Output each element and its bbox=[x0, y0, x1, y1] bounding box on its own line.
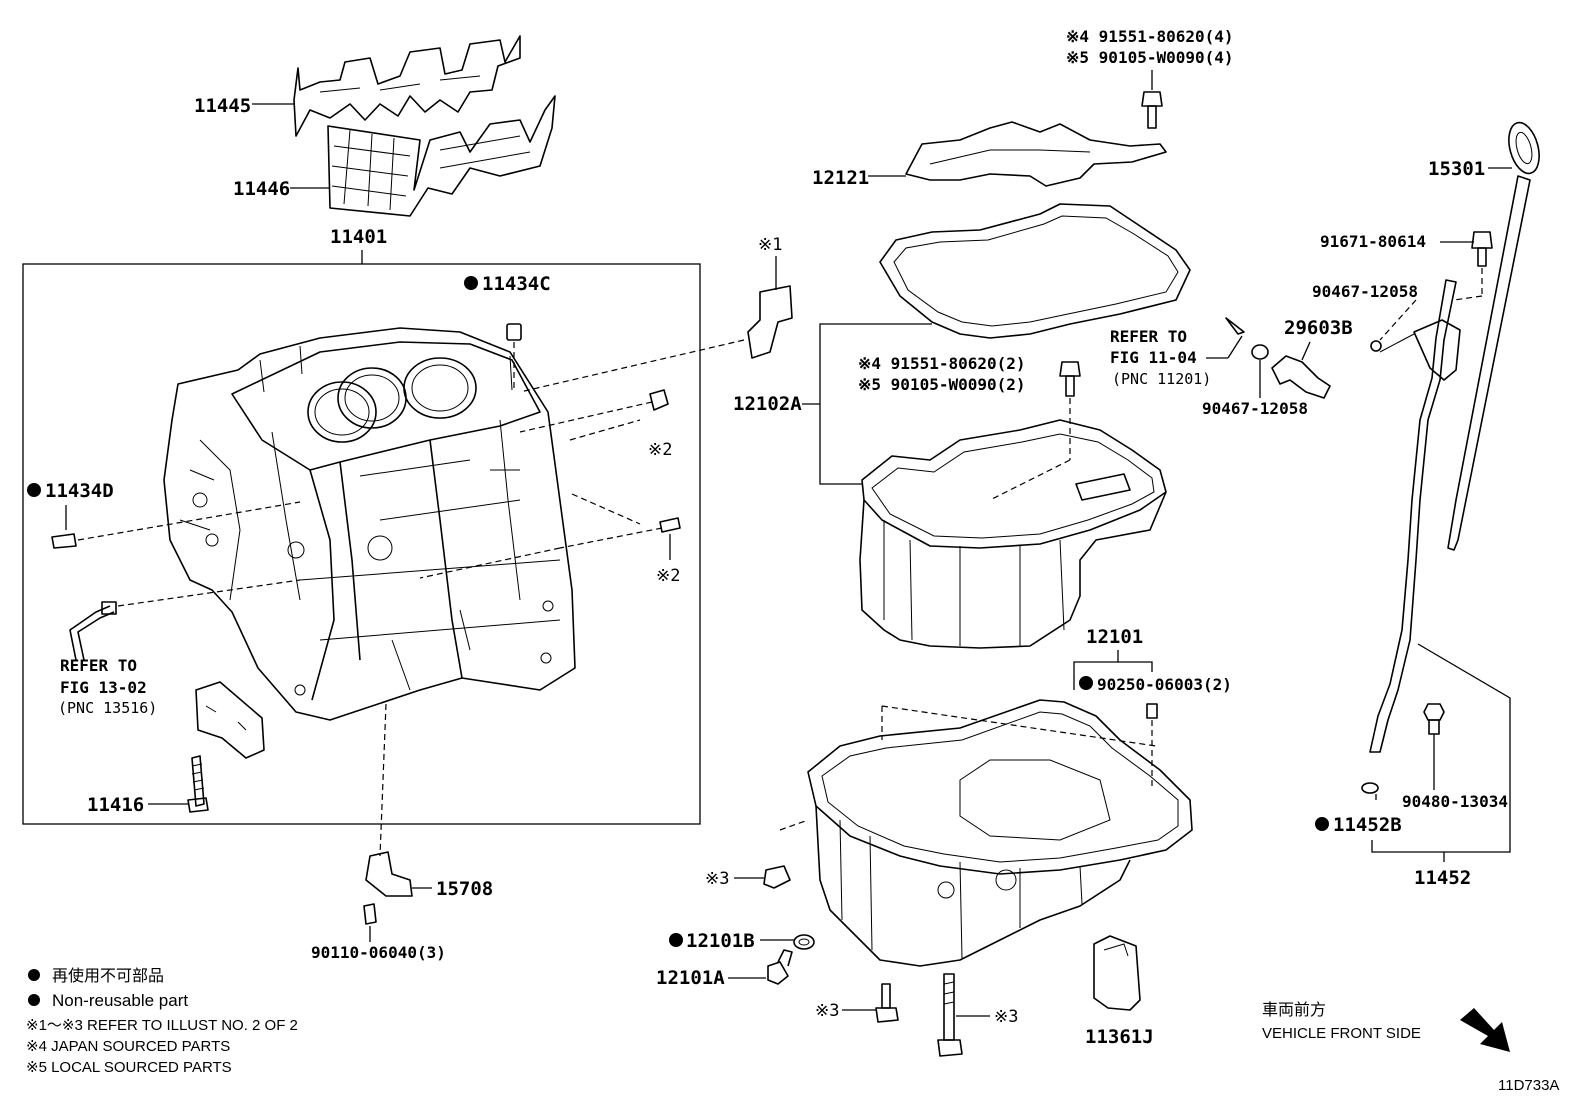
legend-japan-sourced: ※4 JAPAN SOURCED PARTS bbox=[26, 1038, 230, 1055]
stud-90250 bbox=[1146, 703, 1158, 719]
ref-mark-1: ※1 bbox=[758, 235, 782, 255]
insulator-11446 bbox=[327, 95, 556, 217]
bolt-90110 bbox=[363, 903, 377, 925]
water-hose bbox=[69, 605, 111, 661]
baffle-bolt bbox=[1141, 91, 1163, 107]
refer-to-text: REFER TO bbox=[1110, 327, 1187, 346]
non-reusable-dot bbox=[1079, 676, 1093, 690]
cover-11361j bbox=[1093, 935, 1141, 1011]
ref-mark-3: ※3 bbox=[815, 1001, 839, 1021]
label-11401: 11401 bbox=[330, 226, 387, 248]
refer-fig-13-02: FIG 13-02 bbox=[60, 678, 147, 697]
label-11452: 11452 bbox=[1414, 867, 1471, 889]
dipstick-guide-tube bbox=[1369, 279, 1457, 753]
label-90250: 90250-06003(2) bbox=[1097, 675, 1232, 694]
drain-plug-gasket bbox=[793, 934, 815, 950]
label-15708: 15708 bbox=[436, 878, 493, 900]
pan-bolt bbox=[1059, 361, 1081, 377]
bolt-mid-jp: ※4 91551-80620(2) bbox=[858, 354, 1026, 373]
label-12101: 12101 bbox=[1086, 626, 1143, 648]
dowel-pin-11434c bbox=[506, 323, 522, 341]
non-reusable-dot bbox=[464, 276, 478, 290]
front-direction-en: VEHICLE FRONT SIDE bbox=[1262, 1025, 1421, 1042]
label-11361j: 11361J bbox=[1085, 1026, 1154, 1048]
label-11452b: 11452B bbox=[1333, 814, 1402, 836]
label-90467-top: 90467-12058 bbox=[1312, 282, 1418, 301]
front-direction-jp: 車両前方 bbox=[1262, 1001, 1326, 1019]
legend-jp: 再使用不可部品 bbox=[52, 967, 164, 985]
label-12121: 12121 bbox=[812, 167, 869, 189]
oil-pan-baffle-12121 bbox=[905, 121, 1167, 187]
label-12102a: 12102A bbox=[733, 393, 802, 415]
clamp-90467-lower bbox=[1251, 344, 1269, 360]
label-15301: 15301 bbox=[1428, 158, 1485, 180]
label-11445: 11445 bbox=[194, 95, 251, 117]
drain-plug bbox=[767, 961, 789, 985]
cylinder-block-group-frame bbox=[22, 263, 701, 825]
ref-mark-3: ※3 bbox=[994, 1007, 1018, 1027]
label-90467-bottom: 90467-12058 bbox=[1202, 399, 1308, 418]
label-29603b: 29603B bbox=[1284, 317, 1353, 339]
label-12101b: 12101B bbox=[686, 930, 755, 952]
refer-fig-11-04: FIG 11-04 bbox=[1110, 348, 1197, 367]
illustration-code: 11D733A bbox=[1498, 1077, 1559, 1094]
non-reusable-dot bbox=[27, 483, 41, 497]
non-reusable-dot bbox=[669, 933, 683, 947]
bolt-ref-3 bbox=[881, 983, 891, 1009]
bolt-top-local: ※5 90105-W0090(4) bbox=[1066, 48, 1234, 67]
dowel-pin-11434d bbox=[51, 533, 77, 549]
knock-pin bbox=[649, 389, 669, 411]
legend-dot bbox=[28, 969, 40, 981]
insulator-11445 bbox=[293, 35, 521, 137]
front-arrow-icon bbox=[1460, 1008, 1510, 1052]
nut-ref-3 bbox=[763, 865, 791, 889]
refer-to-text: REFER TO bbox=[60, 656, 137, 675]
refer-pnc-13516: (PNC 13516) bbox=[58, 699, 157, 717]
label-90480: 90480-13034 bbox=[1402, 792, 1508, 811]
legend-dot bbox=[28, 994, 40, 1006]
legend-local-sourced: ※5 LOCAL SOURCED PARTS bbox=[26, 1059, 232, 1076]
bearing-cap bbox=[195, 681, 265, 759]
ref-mark-2: ※2 bbox=[656, 566, 680, 586]
non-reusable-dot bbox=[1315, 817, 1329, 831]
label-12101a: 12101A bbox=[656, 967, 725, 989]
bracket-ref-1 bbox=[747, 285, 793, 359]
label-90110: 90110-06040(3) bbox=[311, 943, 446, 962]
oil-nozzle-15708 bbox=[365, 851, 413, 897]
guide-bolt bbox=[1471, 231, 1493, 249]
upper-oil-pan-12102a bbox=[861, 419, 1167, 549]
label-11434d: 11434D bbox=[45, 480, 114, 502]
dipstick-handle bbox=[1508, 121, 1540, 175]
label-11416: 11416 bbox=[87, 794, 144, 816]
refer-pnc-11201: (PNC 11201) bbox=[1112, 370, 1211, 388]
bolt-mid-local: ※5 90105-W0090(2) bbox=[858, 375, 1026, 394]
knock-pin bbox=[659, 517, 681, 533]
lower-oil-pan-12101 bbox=[807, 699, 1193, 875]
o-ring-11452b bbox=[1361, 782, 1379, 794]
dipstick-15301 bbox=[1447, 175, 1531, 551]
plug-90480 bbox=[1423, 703, 1445, 721]
clamp-90467 bbox=[1370, 340, 1382, 352]
label-91671: 91671-80614 bbox=[1320, 232, 1426, 251]
legend-ref-illust: ※1～※3 REFER TO ILLUST NO. 2 OF 2 bbox=[26, 1017, 298, 1034]
label-11446: 11446 bbox=[233, 178, 290, 200]
cylinder-block bbox=[163, 327, 576, 721]
pipe-end bbox=[1225, 317, 1245, 335]
oil-pan-gasket bbox=[879, 203, 1191, 339]
ref-mark-3: ※3 bbox=[705, 869, 729, 889]
legend-non-reusable: Non-reusable part bbox=[52, 991, 188, 1010]
bolt-top-jp: ※4 91551-80620(4) bbox=[1066, 27, 1234, 46]
ref-mark-2: ※2 bbox=[648, 440, 672, 460]
label-11434c: 11434C bbox=[482, 273, 551, 295]
hose-29603b bbox=[1271, 355, 1331, 399]
